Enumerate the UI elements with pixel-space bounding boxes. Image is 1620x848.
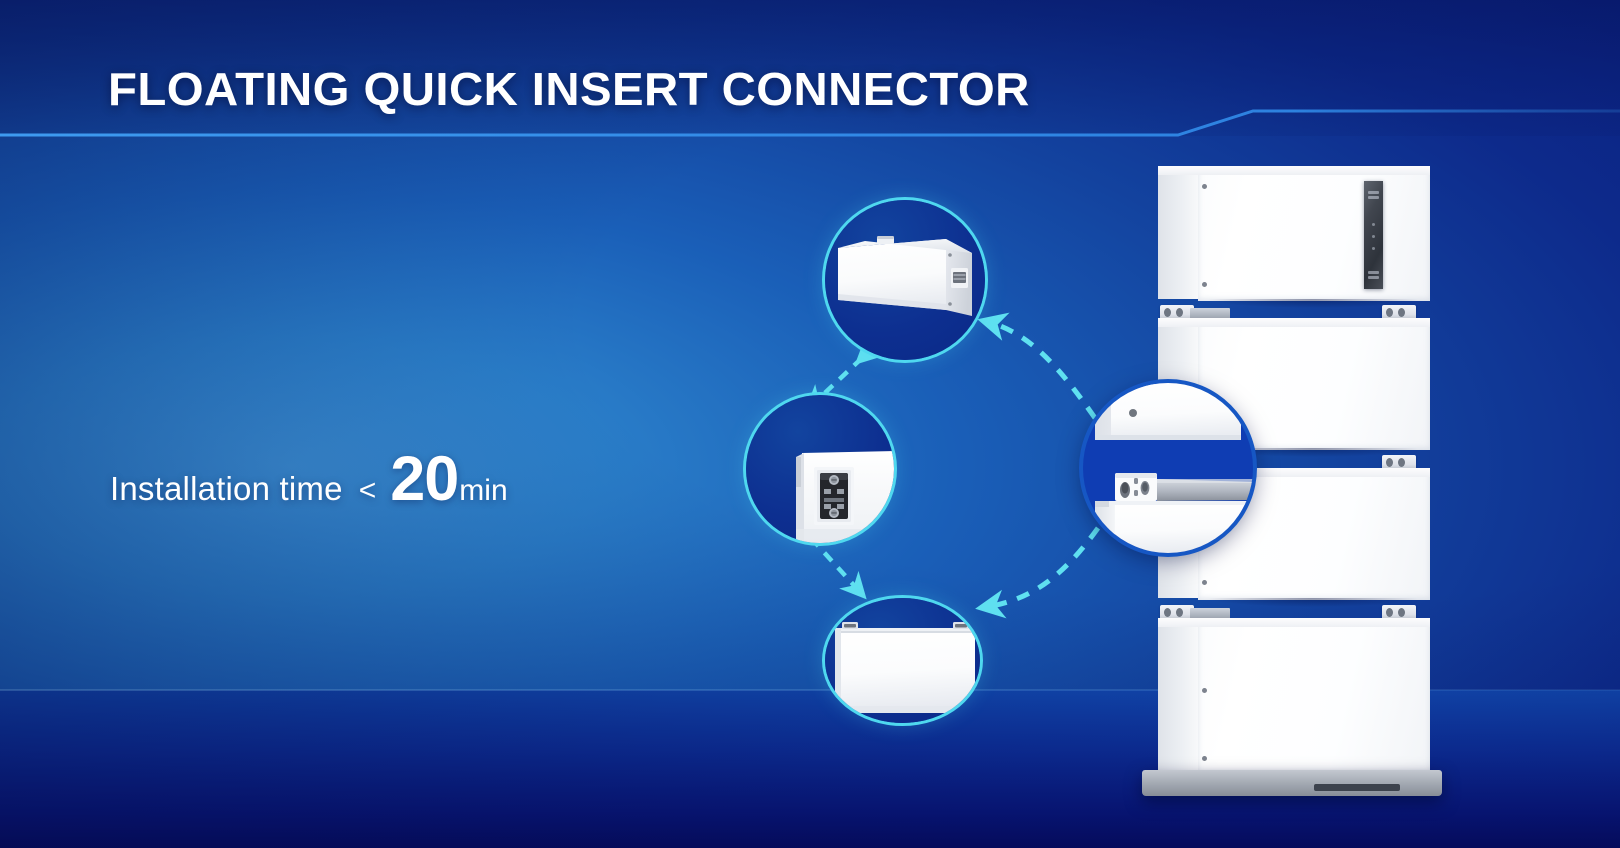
module-3-shadow: [1196, 598, 1430, 610]
header: FLOATING QUICK INSERT CONNECTOR: [0, 0, 1620, 138]
connector-right-m2: [1382, 305, 1416, 321]
pedestal-base: [1142, 770, 1442, 796]
caption-label: Installation time: [110, 470, 343, 507]
module-3-top-cap: [1158, 468, 1430, 477]
stack-module-1[interactable]: [1158, 166, 1430, 311]
module-4-screw-mid: [1202, 688, 1207, 693]
pedestal-vent-slot: [1314, 784, 1400, 791]
connector-right-m3: [1382, 455, 1416, 471]
module-2-top-cap: [1158, 318, 1430, 327]
stack-module-4[interactable]: [1158, 618, 1430, 774]
battery-module-front-icon: [835, 622, 975, 713]
module-1-front: [1198, 166, 1430, 301]
caption-unit: min: [459, 474, 508, 507]
module-4-side: [1158, 626, 1200, 772]
connector-left-m2: [1160, 305, 1194, 321]
battery-module-angled-icon: [838, 236, 972, 316]
connector-terminal-block-icon: [796, 451, 894, 543]
module-1-screw-bottom: [1202, 282, 1207, 287]
page-title: FLOATING QUICK INSERT CONNECTOR: [108, 63, 1030, 115]
callout-connector-terminal[interactable]: [746, 395, 894, 543]
module-4-top-cap: [1158, 618, 1430, 627]
header-accent-line: [0, 109, 1620, 137]
floating-connector-detail-icon: [1095, 383, 1253, 553]
connector-left-m4: [1160, 605, 1194, 621]
connector-bar-m2: [1190, 308, 1230, 319]
arrow-mid-to-bot: [790, 516, 867, 600]
floating-connector-magnifier[interactable]: [1083, 383, 1253, 553]
module-1-screw-top: [1202, 184, 1207, 189]
stacked-battery-system: [1120, 150, 1450, 810]
installation-time-caption: Installation time < 20 min: [110, 443, 508, 515]
caption-value: 20: [390, 444, 459, 514]
module-1-shadow: [1196, 299, 1430, 311]
module-3-screw: [1202, 580, 1207, 585]
status-display-panel[interactable]: [1364, 181, 1383, 289]
display-dot-2: [1372, 235, 1375, 238]
display-row-bottom2: [1368, 276, 1379, 279]
connector-right-m4: [1382, 605, 1416, 621]
display-row-top2: [1368, 196, 1379, 199]
display-dot-1: [1372, 223, 1375, 226]
callout-module-front[interactable]: [825, 598, 980, 723]
callout-mid-content: [746, 395, 894, 543]
arrow-magnifier-to-bot: [975, 526, 1101, 619]
module-1-top-cap: [1158, 166, 1430, 175]
module-1-side: [1158, 174, 1200, 299]
callout-module-angled[interactable]: [825, 200, 985, 360]
connector-bar-m4: [1190, 608, 1230, 619]
display-dot-3: [1372, 247, 1375, 250]
module-4-front: [1198, 618, 1430, 774]
callout-bot-content: [825, 598, 980, 723]
module-2-shadow: [1196, 448, 1430, 460]
display-row-top: [1368, 191, 1379, 194]
arrow-magnifier-to-top: [977, 312, 1098, 420]
display-row-bottom: [1368, 271, 1379, 274]
caption-comparator: <: [358, 474, 377, 507]
callout-top-content: [825, 200, 985, 360]
module-4-screw-bottom: [1202, 756, 1207, 761]
